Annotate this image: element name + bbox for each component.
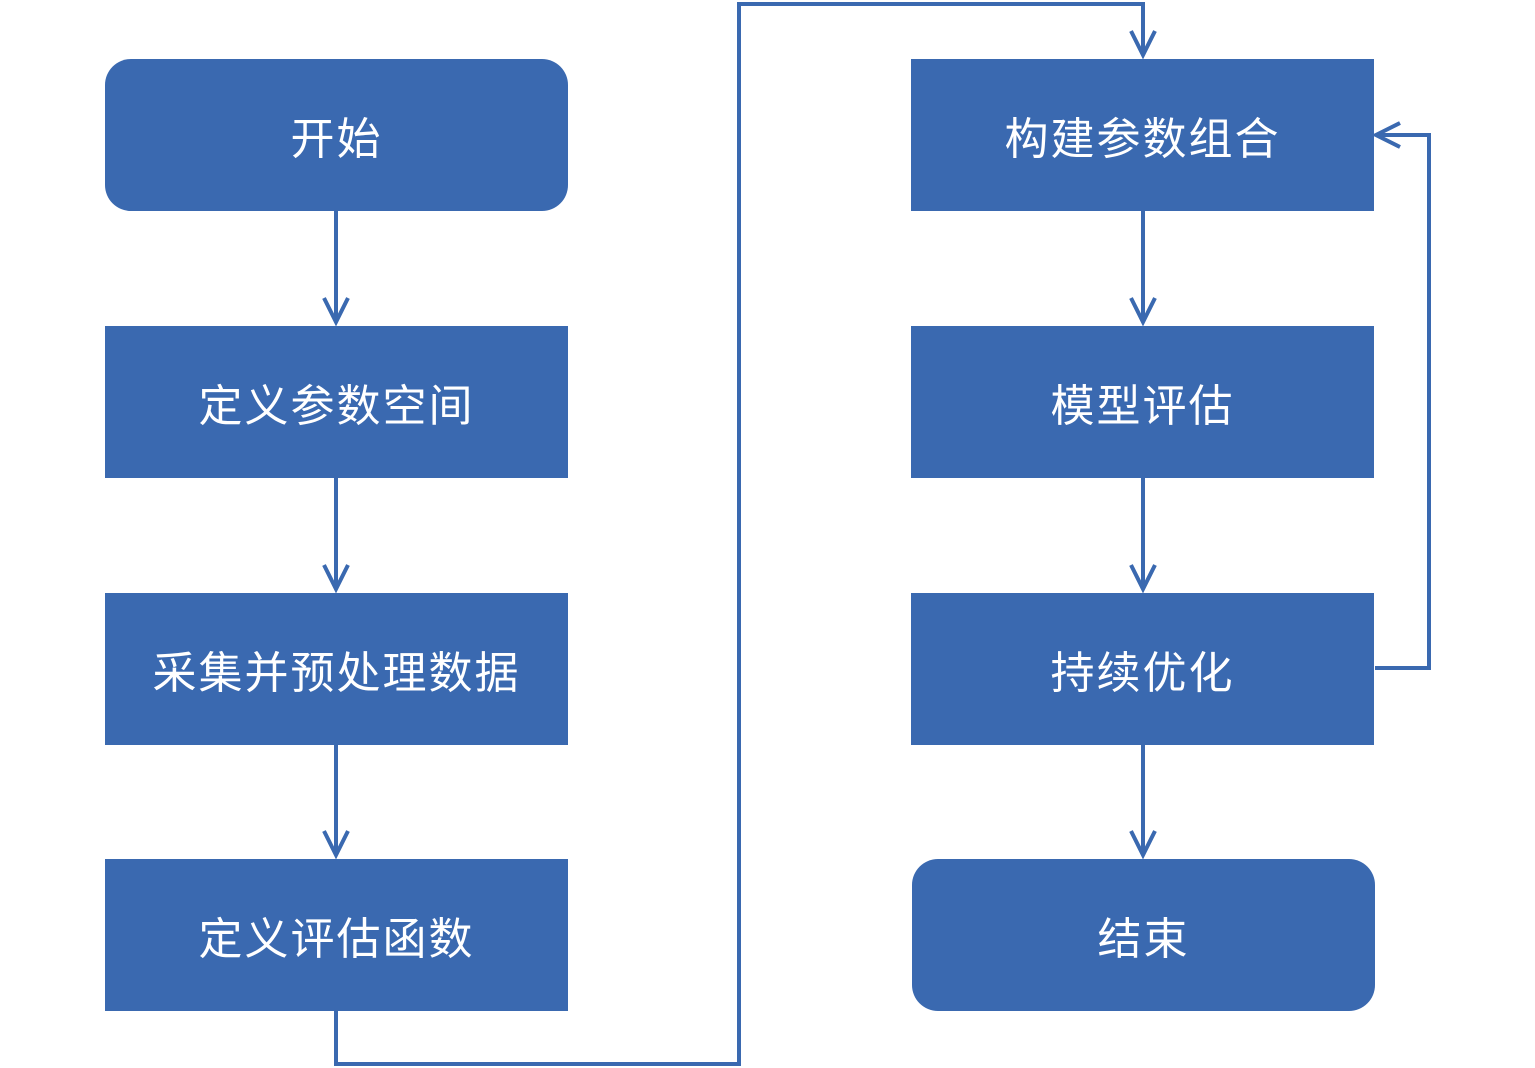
arrow-define-space-to-collect — [322, 478, 350, 594]
continuous-optimization-node: 持续优化 — [911, 593, 1374, 745]
build-parameter-combination-label: 构建参数组合 — [1004, 114, 1281, 165]
start-node: 开始 — [105, 59, 568, 211]
collect-preprocess-data-node: 采集并预处理数据 — [105, 593, 568, 745]
continuous-optimization-label: 持续优化 — [1050, 648, 1235, 699]
arrow-optimize-loop-to-build-combo — [1371, 121, 1431, 670]
build-parameter-combination-node: 构建参数组合 — [911, 59, 1374, 211]
define-parameter-space-label: 定义参数空间 — [198, 381, 475, 432]
collect-preprocess-data-label: 采集并预处理数据 — [152, 648, 521, 699]
arrow-build-combo-to-model-eval — [1129, 211, 1157, 327]
define-evaluation-function-node: 定义评估函数 — [105, 859, 568, 1011]
arrow-eval-fn-to-build-combo — [334, 2, 1157, 1066]
define-parameter-space-node: 定义参数空间 — [105, 326, 568, 478]
end-node: 结束 — [912, 859, 1375, 1011]
model-evaluation-label: 模型评估 — [1050, 381, 1235, 432]
start-node-label: 开始 — [290, 114, 383, 165]
define-evaluation-function-label: 定义评估函数 — [198, 914, 475, 965]
arrow-optimize-to-end — [1129, 745, 1157, 860]
model-evaluation-node: 模型评估 — [911, 326, 1374, 478]
end-node-label: 结束 — [1097, 914, 1190, 965]
arrow-model-eval-to-optimize — [1129, 478, 1157, 594]
arrow-collect-to-eval-fn — [322, 745, 350, 860]
arrow-start-to-define-space — [322, 211, 350, 327]
